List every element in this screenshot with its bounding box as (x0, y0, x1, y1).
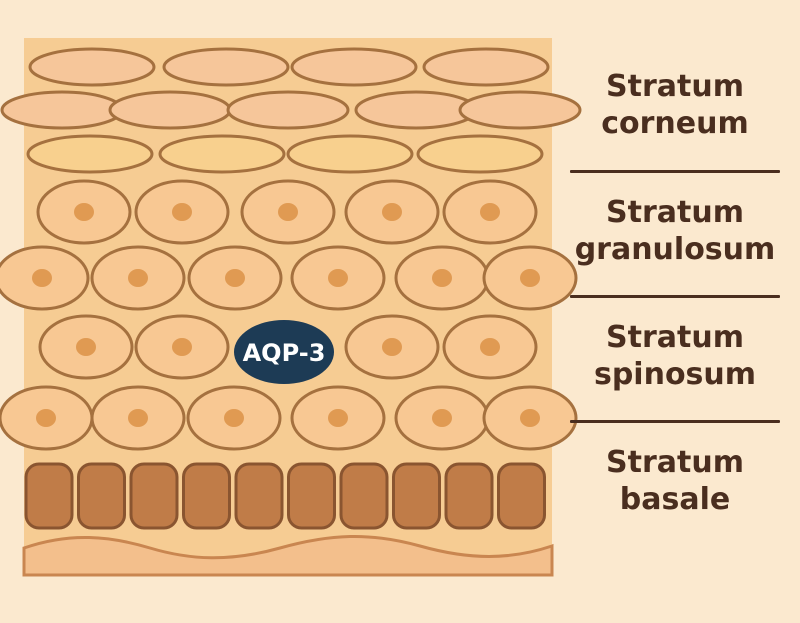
flattened-cell (458, 90, 582, 130)
cell-nucleus (225, 269, 245, 287)
flattened-cell (0, 90, 124, 130)
cell-nucleus (128, 409, 148, 427)
cell-nucleus (328, 409, 348, 427)
cell-nucleus (278, 203, 298, 221)
aqp3-marker-label: AQP-3 (243, 339, 326, 367)
label-stratum-corneum: Stratum corneum (570, 68, 780, 142)
flattened-cell (162, 47, 290, 87)
label-stratum-basale: Stratum basale (570, 444, 780, 518)
flattened-cell (158, 134, 286, 174)
cell-nucleus (76, 338, 96, 356)
label-line-1: Stratum (606, 445, 744, 480)
flattened-cell (108, 90, 232, 130)
flattened-cell (416, 134, 544, 174)
label-line-2: basale (619, 482, 731, 517)
basal-cell (392, 462, 441, 530)
cell-nucleus (36, 409, 56, 427)
cell-nucleus (172, 203, 192, 221)
cell-nucleus (224, 409, 244, 427)
cell-nucleus (480, 338, 500, 356)
layer-divider (570, 420, 780, 423)
label-line-2: spinosum (593, 357, 757, 392)
dermis-wave (22, 535, 554, 577)
cell-nucleus (382, 338, 402, 356)
basal-cell (234, 462, 284, 530)
label-stratum-granulosum: Stratum granulosum (570, 194, 780, 268)
cell-nucleus (480, 203, 500, 221)
label-line-2: corneum (601, 106, 749, 141)
basal-cell (287, 462, 336, 530)
label-line-2: granulosum (574, 232, 776, 267)
cell-nucleus (432, 269, 452, 287)
flattened-cell (290, 47, 418, 87)
cell-nucleus (172, 338, 192, 356)
basal-cell (182, 462, 231, 530)
flattened-cell (286, 134, 414, 174)
basal-cell (77, 462, 126, 530)
cell-nucleus (328, 269, 348, 287)
cell-nucleus (382, 203, 402, 221)
aqp3-marker-shape (234, 320, 334, 384)
label-line-1: Stratum (606, 69, 744, 104)
basal-cell (24, 462, 74, 530)
cell-nucleus (520, 409, 540, 427)
cell-nucleus (432, 409, 452, 427)
basal-cell (129, 462, 179, 530)
label-line-1: Stratum (606, 195, 744, 230)
layer-divider (570, 295, 780, 298)
spinous-cells (0, 179, 578, 451)
flattened-cell (422, 47, 550, 87)
flattened-cell (28, 47, 156, 87)
flattened-cell (354, 90, 478, 130)
cell-nucleus (520, 269, 540, 287)
aqp3-marker: AQP-3 (234, 320, 334, 384)
flattened-cell (26, 134, 154, 174)
basal-cells (24, 462, 546, 530)
cell-nucleus (128, 269, 148, 287)
layer-divider (570, 170, 780, 173)
cell-nucleus (32, 269, 52, 287)
flattened-cell (226, 90, 350, 130)
corneum-cells (0, 47, 582, 174)
cell-nucleus (74, 203, 94, 221)
basal-cell (497, 462, 546, 530)
basal-cell (339, 462, 389, 530)
label-line-1: Stratum (606, 320, 744, 355)
label-stratum-spinosum: Stratum spinosum (570, 319, 780, 393)
basal-cell (444, 462, 494, 530)
